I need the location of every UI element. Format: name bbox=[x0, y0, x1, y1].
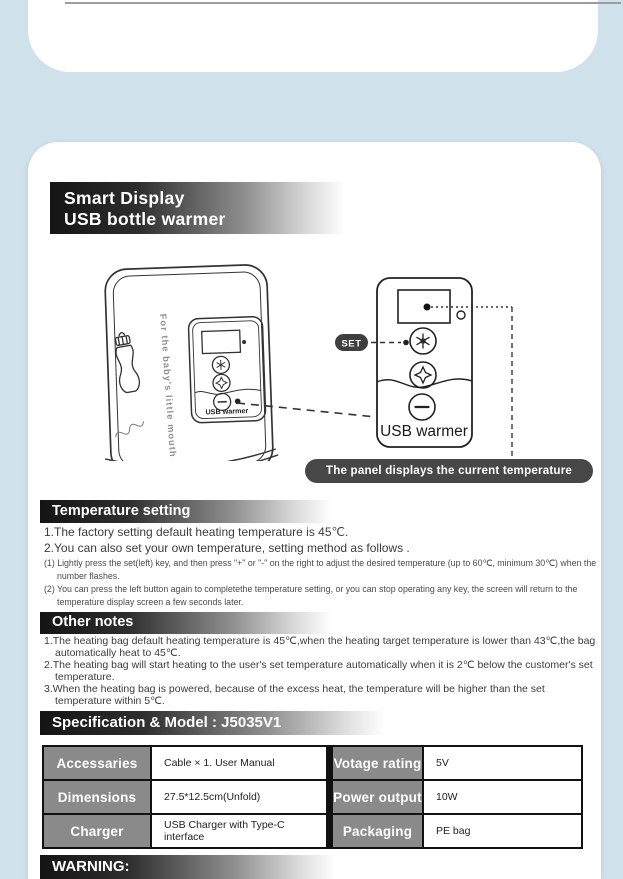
divider-line bbox=[65, 2, 621, 4]
section-title-specification: Specification & Model : J5035V1 bbox=[40, 711, 385, 735]
spec-value-accessaries: Cable × 1. User Manual bbox=[152, 747, 328, 779]
spec-label-charger: Charger bbox=[44, 815, 152, 847]
spec-value-dimensions: 27.5*12.5cm(Unfold) bbox=[152, 781, 328, 813]
spec-label-voltage: Votage rating bbox=[328, 747, 424, 779]
section-title-warning: WARNING: bbox=[40, 855, 335, 879]
set-tag-label: SET bbox=[341, 339, 361, 350]
set-tag: SET bbox=[335, 334, 409, 351]
set-snowflake-button-icon bbox=[409, 327, 437, 355]
enlarged-control-panel: USB warmer bbox=[376, 277, 473, 448]
indicator-light bbox=[456, 310, 466, 320]
spec-label-packaging: Packaging bbox=[328, 815, 424, 847]
list-item: (1) Lightly press the set(left) key, and… bbox=[44, 558, 597, 581]
list-item: (2) You can press the left button again … bbox=[44, 584, 578, 607]
display-anchor-dot bbox=[423, 303, 431, 311]
temperature-setting-list: 1.The factory setting default heating te… bbox=[44, 525, 597, 609]
list-item: 1.The heating bag default heating temper… bbox=[44, 635, 596, 659]
table-row: Accessaries Cable × 1. User Manual Votag… bbox=[44, 747, 581, 781]
table-row: Charger USB Charger with Type-C interfac… bbox=[44, 815, 581, 847]
list-item: 2.The heating bag will start heating to … bbox=[44, 659, 593, 683]
list-item: 3.When the heating bag is powered, becau… bbox=[44, 683, 545, 707]
zoom-connector-line bbox=[236, 402, 377, 418]
set-anchor-dot bbox=[403, 339, 409, 346]
minus-button-icon bbox=[408, 393, 436, 421]
list-item: 2.You can also set your own temperature,… bbox=[44, 541, 410, 555]
bag-slogan-text: For the baby's little mouth bbox=[158, 313, 178, 458]
bag-brand-scribble bbox=[115, 421, 144, 438]
plus-star-button-icon bbox=[409, 361, 437, 389]
spec-value-charger: USB Charger with Type-C interface bbox=[152, 815, 328, 847]
section-title-other-notes: Other notes bbox=[40, 612, 332, 634]
page-title-line1: Smart Display bbox=[64, 188, 185, 208]
table-row: Dimensions 27.5*12.5cm(Unfold) Power out… bbox=[44, 781, 581, 815]
page-title-line2: USB bottle warmer bbox=[64, 209, 226, 229]
spec-label-dimensions: Dimensions bbox=[44, 781, 152, 813]
list-item: 1.The factory setting default heating te… bbox=[44, 525, 349, 539]
mini-star-button-icon bbox=[212, 373, 231, 393]
section-title-temperature-setting: Temperature setting bbox=[40, 500, 332, 523]
panel-callout-pill: The panel displays the current temperatu… bbox=[305, 459, 593, 483]
baby-bottle-icon bbox=[114, 331, 140, 394]
bag-panel-label: USB warmer bbox=[205, 406, 248, 416]
mini-minus-button-icon bbox=[213, 392, 232, 412]
spec-value-power-output: 10W bbox=[424, 781, 581, 813]
temperature-display bbox=[397, 289, 451, 324]
mini-snowflake-button-icon bbox=[211, 355, 231, 375]
spec-value-packaging: PE bag bbox=[424, 815, 581, 847]
previous-page-card-stub bbox=[28, 0, 621, 72]
spec-label-accessaries: Accessaries bbox=[44, 747, 152, 779]
spec-value-voltage: 5V bbox=[424, 747, 581, 779]
panel-label: USB warmer bbox=[380, 423, 468, 440]
specification-table: Accessaries Cable × 1. User Manual Votag… bbox=[42, 745, 583, 849]
panel-wave-line bbox=[376, 378, 473, 389]
other-notes-list: 1.The heating bag default heating temper… bbox=[44, 635, 599, 709]
product-diagram: For the baby's little mouth bbox=[103, 264, 513, 461]
bottle-warmer-bag-illustration: For the baby's little mouth bbox=[103, 264, 279, 461]
spec-label-power-output: Power output bbox=[328, 781, 424, 813]
bag-control-panel: USB warmer bbox=[187, 316, 267, 424]
page-title: Smart Display USB bottle warmer bbox=[50, 182, 345, 234]
